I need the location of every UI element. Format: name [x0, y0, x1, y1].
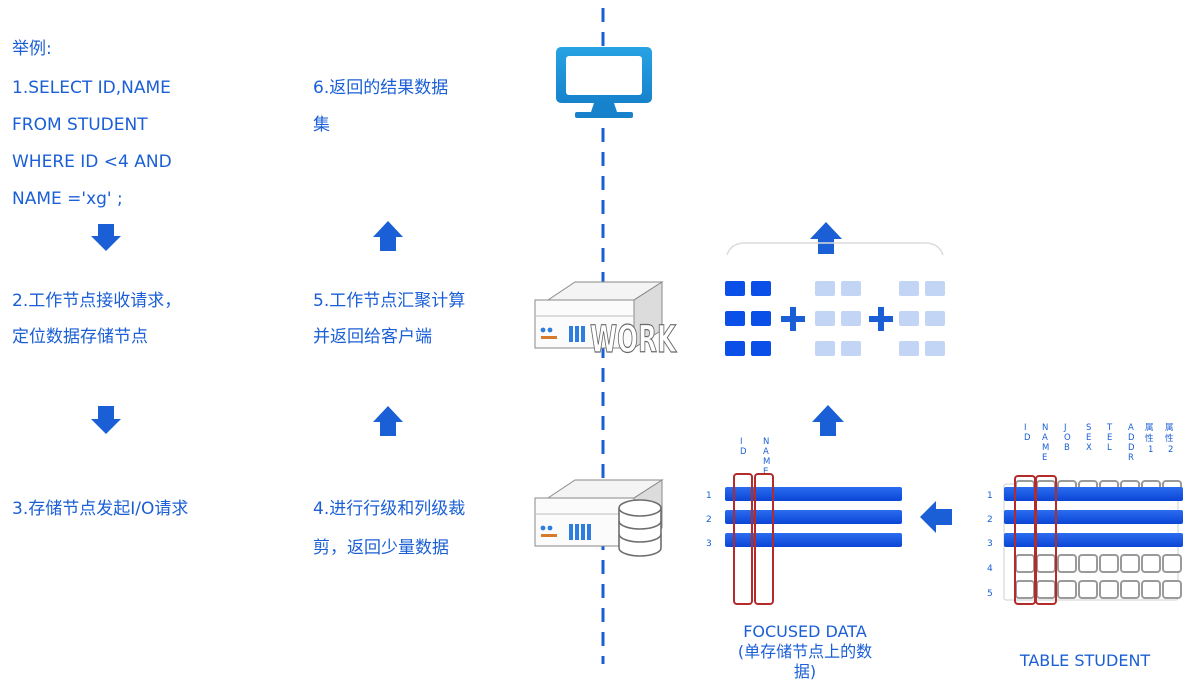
monitor-icon: [556, 47, 652, 118]
step5-line-1: 5.工作节点汇聚计算: [313, 291, 466, 311]
step4-line-2: 剪，返回少量数据: [313, 538, 449, 558]
table-highlight-row: [1004, 487, 1183, 501]
result-block-group-3: [899, 281, 945, 356]
focused-row-label: 2: [706, 515, 712, 525]
step5-line-2: 并返回给客户端: [313, 327, 432, 347]
arrow-left-icon: [920, 501, 952, 533]
sql-line-2: FROM STUDENT: [12, 115, 148, 135]
work-server-icon: WORK: [534, 281, 677, 362]
plus-icon: [869, 307, 893, 331]
table-row-label: 5: [987, 589, 993, 599]
table-row-label: 1: [987, 491, 993, 501]
step3-line-1: 3.存储节点发起I/O请求: [12, 499, 189, 519]
sql-line-1: 1.SELECT ID,NAME: [12, 78, 171, 98]
table-row-label: 4: [987, 564, 993, 574]
focused-caption-line-2: (单存储节点上的数: [737, 642, 873, 661]
table-row-label: 2: [987, 515, 993, 525]
aggregation-bracket: [726, 242, 944, 256]
step2-line-1: 2.工作节点接收请求，: [12, 291, 182, 311]
sql-line-3: WHERE ID <4 AND: [12, 152, 172, 172]
table-row-label: 3: [987, 539, 993, 549]
table-highlight-row: [1004, 510, 1183, 524]
table-highlight-row: [1004, 533, 1183, 547]
step2-line-2: 定位数据存储节点: [12, 327, 148, 347]
focused-caption-line-1: FOCUSED DATA: [743, 622, 867, 641]
focused-row-label: 1: [706, 491, 712, 501]
table-column-frame: [1035, 475, 1057, 605]
step6-line-2: 集: [313, 115, 330, 135]
sql-line-4: NAME ='xg' ;: [12, 189, 123, 209]
result-block-group-1: [725, 281, 771, 356]
step6-line-1: 6.返回的结果数据: [313, 78, 449, 98]
arrow-up-icon: [810, 222, 842, 254]
example-heading: 举例:: [12, 39, 52, 59]
plus-icon: [781, 307, 805, 331]
arrow-up-icon: [812, 405, 844, 436]
focused-row-bar: [725, 510, 902, 524]
focused-caption: FOCUSED DATA (单存储节点上的数 据): [700, 622, 910, 682]
focused-row-bar: [725, 487, 902, 501]
focused-caption-line-3: 据): [793, 662, 817, 681]
table-caption: TABLE STUDENT: [1019, 651, 1151, 670]
arrow-down-icon: [91, 406, 121, 434]
step4-line-1: 4.进行行级和列级裁: [313, 499, 466, 519]
arrow-up-icon: [373, 406, 403, 436]
work-label: WORK: [590, 318, 677, 361]
focused-row-bar: [725, 533, 902, 547]
focused-row-label: 3: [706, 539, 712, 549]
arrow-down-icon: [91, 224, 121, 251]
focused-column-frame: [754, 473, 774, 605]
focused-column-frame: [733, 473, 753, 605]
result-block-group-2: [815, 281, 861, 356]
database-icon: [618, 499, 662, 557]
arrow-up-icon: [373, 221, 403, 251]
